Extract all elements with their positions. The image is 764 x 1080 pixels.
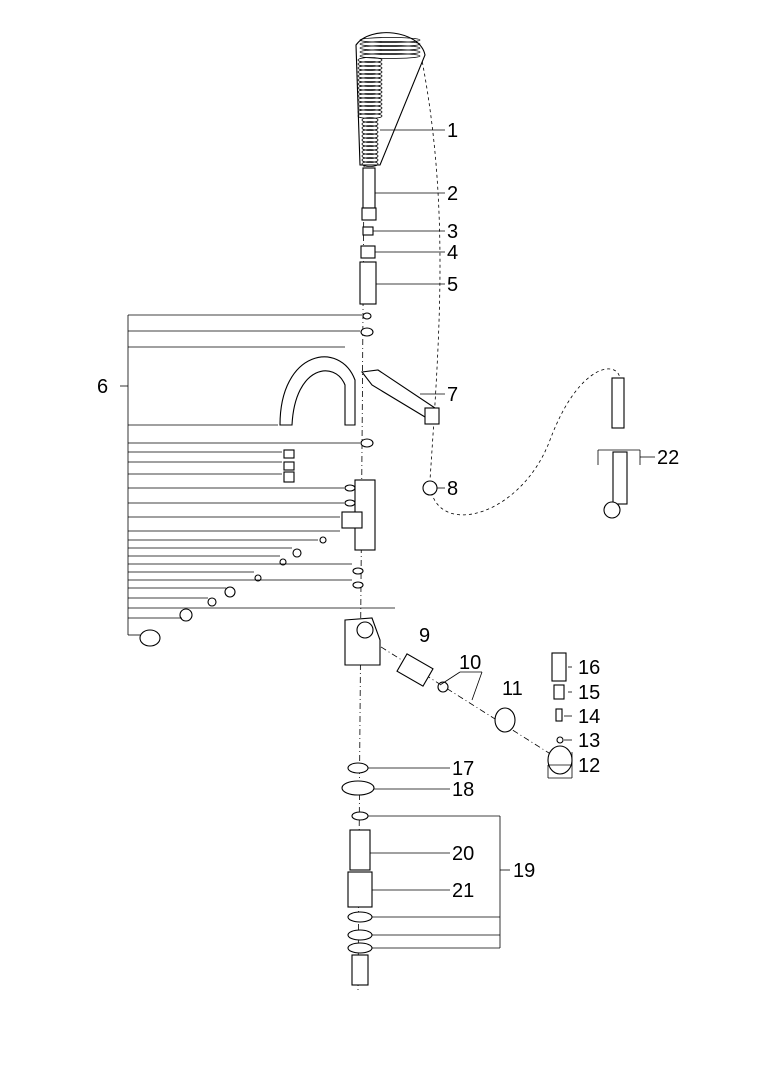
spray-hose-end: [611, 377, 625, 429]
part-4: [360, 245, 376, 259]
part-19-washer: [351, 811, 369, 821]
lever-hub: [547, 745, 573, 775]
coil-loop: [357, 113, 383, 119]
hose-end: [362, 167, 376, 209]
label-2: 2: [447, 183, 458, 205]
coil-loop: [361, 117, 379, 123]
label-12: 12: [578, 755, 600, 777]
label-16: 16: [578, 657, 600, 679]
spray-head: [612, 451, 628, 505]
spout: [279, 356, 356, 426]
label-15: 15: [578, 682, 600, 704]
coil-loop: [361, 149, 379, 155]
label-8: 8: [447, 478, 458, 500]
coil-loop: [357, 97, 383, 103]
label-21: 21: [452, 880, 474, 902]
coil-loop: [361, 153, 379, 159]
cartridge: [396, 653, 434, 687]
coil-loop: [357, 85, 383, 91]
label-5: 5: [447, 274, 458, 296]
part-21: [347, 871, 373, 908]
coil-loop: [357, 61, 383, 67]
coil-loop: [361, 145, 379, 151]
label-7: 7: [447, 384, 458, 406]
label-4: 4: [447, 242, 458, 264]
coil-loop: [357, 65, 383, 71]
hook: [424, 407, 440, 425]
part-11-ring: [494, 707, 516, 733]
coil-loop: [361, 137, 379, 143]
part-3: [362, 226, 374, 236]
part-16: [551, 652, 567, 682]
part-20: [349, 829, 371, 871]
part-13: [556, 736, 564, 744]
part-8-clip: [422, 480, 438, 496]
coil-loop: [359, 53, 421, 59]
label-13: 13: [578, 730, 600, 752]
label-3: 3: [447, 221, 458, 243]
label-18: 18: [452, 779, 474, 801]
coil-loop: [357, 81, 383, 87]
coil-loop: [357, 73, 383, 79]
part-15: [553, 684, 565, 700]
coil-loop: [357, 101, 383, 107]
coil-loop: [357, 89, 383, 95]
body-port: [341, 511, 363, 529]
label-11: 11: [502, 678, 523, 700]
coil-loop: [361, 133, 379, 139]
hose-nut: [361, 207, 377, 221]
coil-loop: [361, 129, 379, 135]
coil-loop: [359, 37, 421, 43]
label-9: 9: [419, 625, 430, 647]
coil-loop: [357, 77, 383, 83]
coil-loop: [359, 45, 421, 51]
label-1: 1: [447, 120, 458, 142]
coil-loop: [361, 141, 379, 147]
coil-loop: [357, 57, 383, 63]
part-labels: 1 2 3 4 5 6 7 8 9 10 11 12 13 14 15 16 1…: [97, 120, 679, 902]
coil-loop: [357, 105, 383, 111]
coil-loop: [361, 161, 379, 167]
coil-loop: [357, 93, 383, 99]
leader-lines: [120, 129, 655, 949]
label-17: 17: [452, 758, 474, 780]
label-19: 19: [513, 860, 535, 882]
label-20: 20: [452, 843, 474, 865]
label-10: 10: [459, 652, 481, 674]
part-5: [359, 261, 377, 305]
part-17: [347, 762, 369, 774]
coil-loop: [359, 41, 421, 47]
hose-path: [419, 49, 621, 516]
side-axis: [369, 639, 561, 761]
part-18: [341, 780, 375, 796]
coil-loop: [361, 157, 379, 163]
coil-loop: [361, 125, 379, 131]
coil-loop: [359, 49, 421, 55]
mixer-port: [356, 621, 374, 639]
coil-loop: [357, 69, 383, 75]
coil-loop: [361, 121, 379, 127]
coil-loop: [357, 109, 383, 115]
small-parts: [139, 312, 374, 647]
label-14: 14: [578, 706, 600, 728]
label-22: 22: [657, 447, 679, 469]
part-14: [555, 708, 563, 722]
spiral-spring: [355, 32, 426, 167]
label-6: 6: [97, 376, 108, 398]
